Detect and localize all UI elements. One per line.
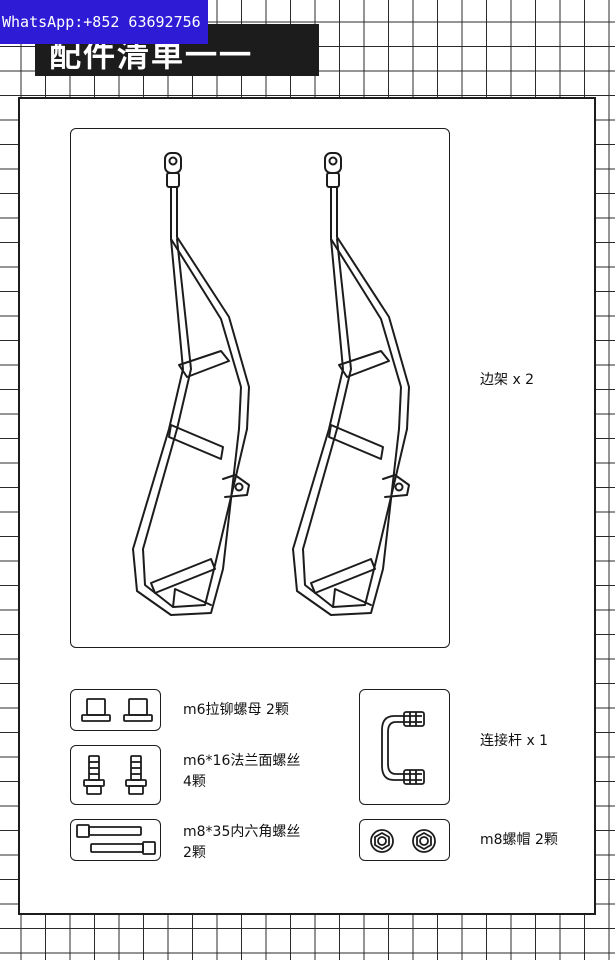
rivet-nut-label: m6拉铆螺母 2颗 (183, 702, 289, 718)
rack-frame-icon (132, 152, 410, 616)
flange-bolt-label: m6*16法兰面螺丝 (183, 753, 301, 769)
hex-socket-bolt-icon (76, 824, 156, 855)
rivet-nut-box (70, 689, 161, 731)
hex-bolt-box (70, 819, 161, 861)
connector-rod-label: 连接杆 x 1 (480, 733, 549, 749)
side-frame-illustration-box (70, 128, 450, 648)
side-frame-label: 边架 x 2 (480, 372, 535, 388)
watermark-banner: WhatsApp:+852 63692756 (0, 0, 208, 44)
u-rod-icon (381, 711, 425, 785)
flange-bolt-box (70, 745, 161, 805)
hex-bolt-qty: 2颗 (183, 845, 206, 861)
hex-bolt-label: m8*35内六角螺丝 (183, 824, 301, 840)
flange-bolt-qty: 4颗 (183, 774, 206, 790)
side-frame-left (132, 152, 250, 616)
side-frame-right (292, 152, 410, 616)
m8-nut-label: m8螺帽 2颗 (480, 832, 558, 848)
flange-bolt-icon (83, 755, 147, 795)
hex-nut-icon (370, 829, 436, 853)
connector-rod-box (359, 689, 450, 805)
rivet-nut-icon (81, 698, 153, 722)
m8-nut-box (359, 819, 450, 861)
